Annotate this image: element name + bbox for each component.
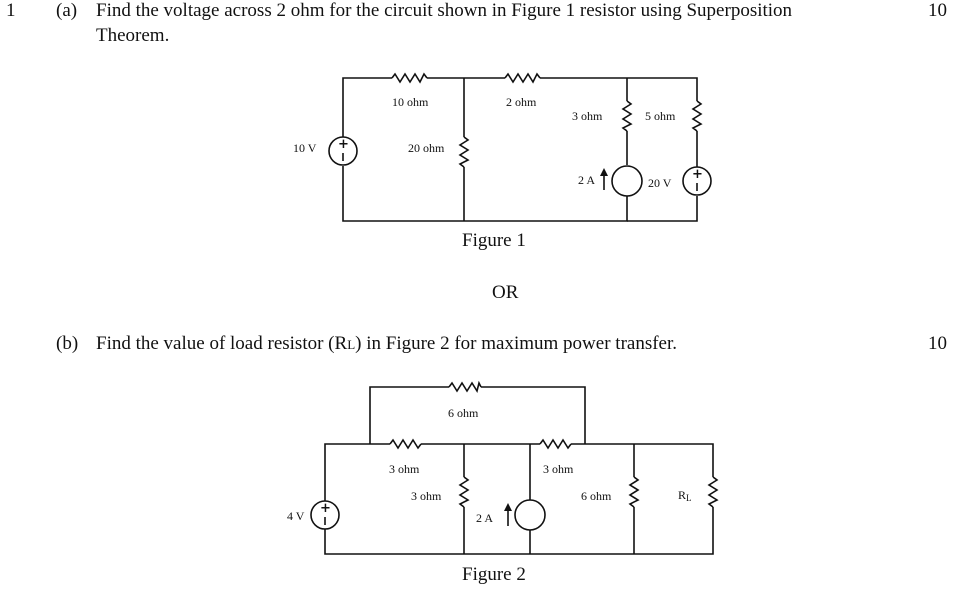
fig1-label-10v: 10 V <box>293 141 317 155</box>
fig2-wire <box>324 507 714 555</box>
arrow-up-icon <box>504 503 512 511</box>
fig2-label-rl: RL <box>678 488 692 503</box>
fig1-wire <box>627 196 698 222</box>
fig1-resistor-3ohm <box>621 100 633 132</box>
fig1-wire <box>342 166 628 222</box>
fig2-current-source-2a <box>514 499 546 531</box>
part-a-text-line2: Theorem. <box>96 25 170 46</box>
fig2-resistor-6ohm <box>628 476 640 508</box>
fig2-wire <box>481 386 586 444</box>
part-b-marks: 10 <box>928 333 947 354</box>
fig1-label-5ohm: 5 ohm <box>645 109 676 123</box>
plus-sign-icon: + <box>320 501 331 516</box>
or-separator: OR <box>492 282 519 303</box>
plus-sign-icon: + <box>692 167 703 182</box>
part-b-text-after: ) in Figure 2 for maximum power transfer… <box>355 333 678 354</box>
part-a-text-line1: Find the voltage across 2 ohm for the ci… <box>96 0 793 21</box>
part-b-text: Find the value of load resistor (RL) in … <box>96 333 677 356</box>
fig1-caption: Figure 1 <box>462 230 526 251</box>
fig2-label-4v: 4 V <box>287 509 305 523</box>
fig1-resistor-2ohm <box>504 72 541 84</box>
fig2-resistor-3ohm-right <box>539 438 572 450</box>
fig2-label-3ohm-left: 3 ohm <box>389 462 420 476</box>
arrow-up-icon <box>600 168 608 176</box>
fig1-label-20ohm: 20 ohm <box>408 141 445 155</box>
fig1-resistor-5ohm <box>691 100 703 132</box>
fig2-label-3ohm-mid: 3 ohm <box>411 489 442 503</box>
fig1-label-2a: 2 A <box>578 173 595 187</box>
fig2-wire <box>369 386 449 444</box>
figure-2: + 4 V 6 ohm 3 ohm 3 ohm 3 ohm 6 ohm RL 2… <box>287 380 719 585</box>
fig2-caption: Figure 2 <box>462 564 526 585</box>
fig1-label-20v: 20 V <box>648 176 672 190</box>
fig1-current-source-2a <box>611 165 643 197</box>
fig2-label-2a: 2 A <box>476 511 493 525</box>
figure-1: + + 10 V 10 ohm 20 ohm 2 ohm 3 ohm 5 ohm… <box>293 72 712 251</box>
fig2-resistor-load <box>707 476 719 508</box>
fig1-resistor-10ohm <box>391 72 428 84</box>
part-b-subscript: L <box>347 337 356 352</box>
fig1-label-10ohm: 10 ohm <box>392 95 429 109</box>
fig2-resistor-3ohm-left <box>389 438 422 450</box>
part-a-label: (a) <box>56 0 78 21</box>
part-b-text-before: Find the value of load resistor (R <box>96 333 348 354</box>
fig1-resistor-20ohm <box>458 136 470 168</box>
fig1-voltage-source-10v <box>328 136 358 166</box>
fig1-voltage-source-20v <box>682 166 712 196</box>
fig1-label-3ohm: 3 ohm <box>572 109 603 123</box>
fig2-label-3ohm-right: 3 ohm <box>543 462 574 476</box>
fig1-wire <box>540 77 698 101</box>
part-b-label: (b) <box>56 333 79 354</box>
fig2-resistor-6ohm-top <box>448 380 482 394</box>
question-number: 1 <box>6 0 16 21</box>
plus-sign-icon: + <box>338 137 349 152</box>
fig2-label-6ohm-top: 6 ohm <box>448 406 479 420</box>
fig2-wire <box>571 443 714 477</box>
fig1-label-2ohm: 2 ohm <box>506 95 537 109</box>
fig1-wire <box>342 77 392 151</box>
fig2-label-6ohm: 6 ohm <box>581 489 612 503</box>
part-a-marks: 10 <box>928 0 947 21</box>
fig2-wire <box>324 443 390 508</box>
fig2-voltage-source-4v <box>310 500 340 530</box>
fig2-resistor-3ohm-vertical <box>458 476 470 508</box>
